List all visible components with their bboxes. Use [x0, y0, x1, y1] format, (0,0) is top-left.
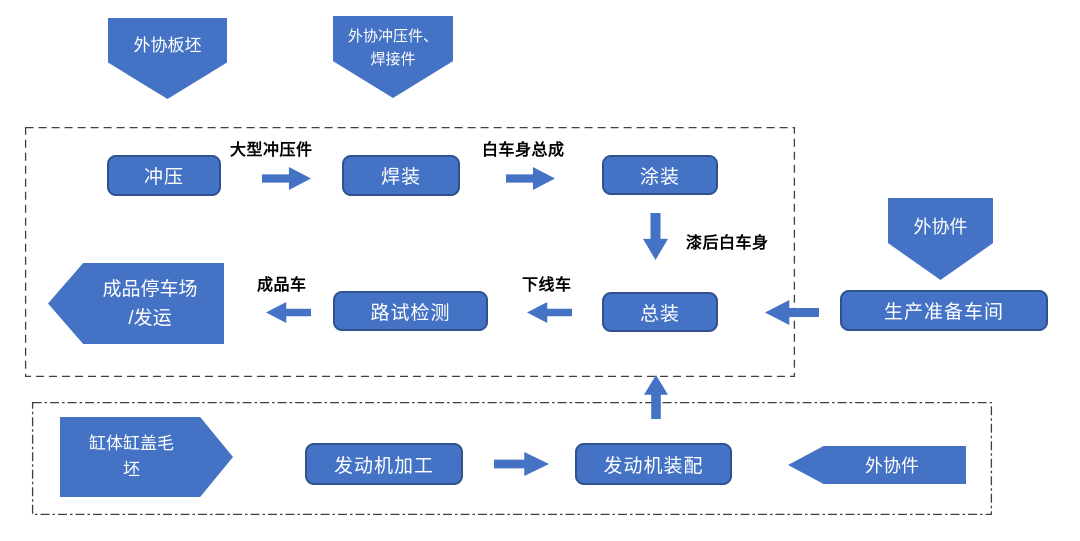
- label-large-stampings: 大型冲压件: [230, 142, 313, 159]
- input-stamp-weld-pentagon: 外协冲压件、 焊接件: [333, 16, 453, 98]
- label-painted-body: 漆后白车身: [686, 235, 769, 252]
- label-offline-vehicle: 下线车: [522, 277, 572, 294]
- input-slab-pentagon: 外协板坯: [108, 18, 227, 99]
- engine-blank-line2: 坯: [123, 460, 140, 479]
- outsourced-parts-engine-pentagon: 外协件: [788, 446, 966, 484]
- input-slab-label: 外协板坯: [133, 36, 202, 55]
- label-finished-vehicle: 成品车: [257, 277, 307, 294]
- parking-line2: /发运: [128, 307, 172, 329]
- engine-assembly-box: 发动机装配: [575, 443, 732, 485]
- stamping-box: 冲压: [107, 155, 221, 196]
- input-stamp-weld-line1: 外协冲压件、: [347, 28, 438, 45]
- outsourced-parts-engine-label: 外协件: [865, 456, 919, 476]
- welding-box: 焊装: [342, 155, 460, 196]
- engine-machining-box: 发动机加工: [305, 443, 463, 485]
- parking-shipping-pentagon: 成品停车场 /发运: [48, 263, 224, 344]
- parking-line1: 成品停车场: [102, 278, 198, 300]
- painting-box: 涂装: [602, 155, 718, 195]
- final-assembly-box: 总装: [602, 292, 718, 332]
- engine-blank-pentagon: 缸体缸盖毛 坯: [60, 417, 233, 497]
- road-test-box: 路试检测: [333, 291, 488, 331]
- outsourced-parts-top-pentagon: 外协件: [888, 198, 993, 280]
- input-stamp-weld-line2: 焊接件: [370, 51, 416, 68]
- label-body-in-white: 白车身总成: [482, 142, 565, 159]
- production-prep-box: 生产准备车间: [840, 290, 1048, 331]
- vehicle-plant-boundary: [24, 126, 796, 378]
- outsourced-parts-top-label: 外协件: [913, 217, 968, 237]
- engine-plant-boundary: [31, 401, 993, 516]
- engine-blank-line1: 缸体缸盖毛: [89, 434, 174, 453]
